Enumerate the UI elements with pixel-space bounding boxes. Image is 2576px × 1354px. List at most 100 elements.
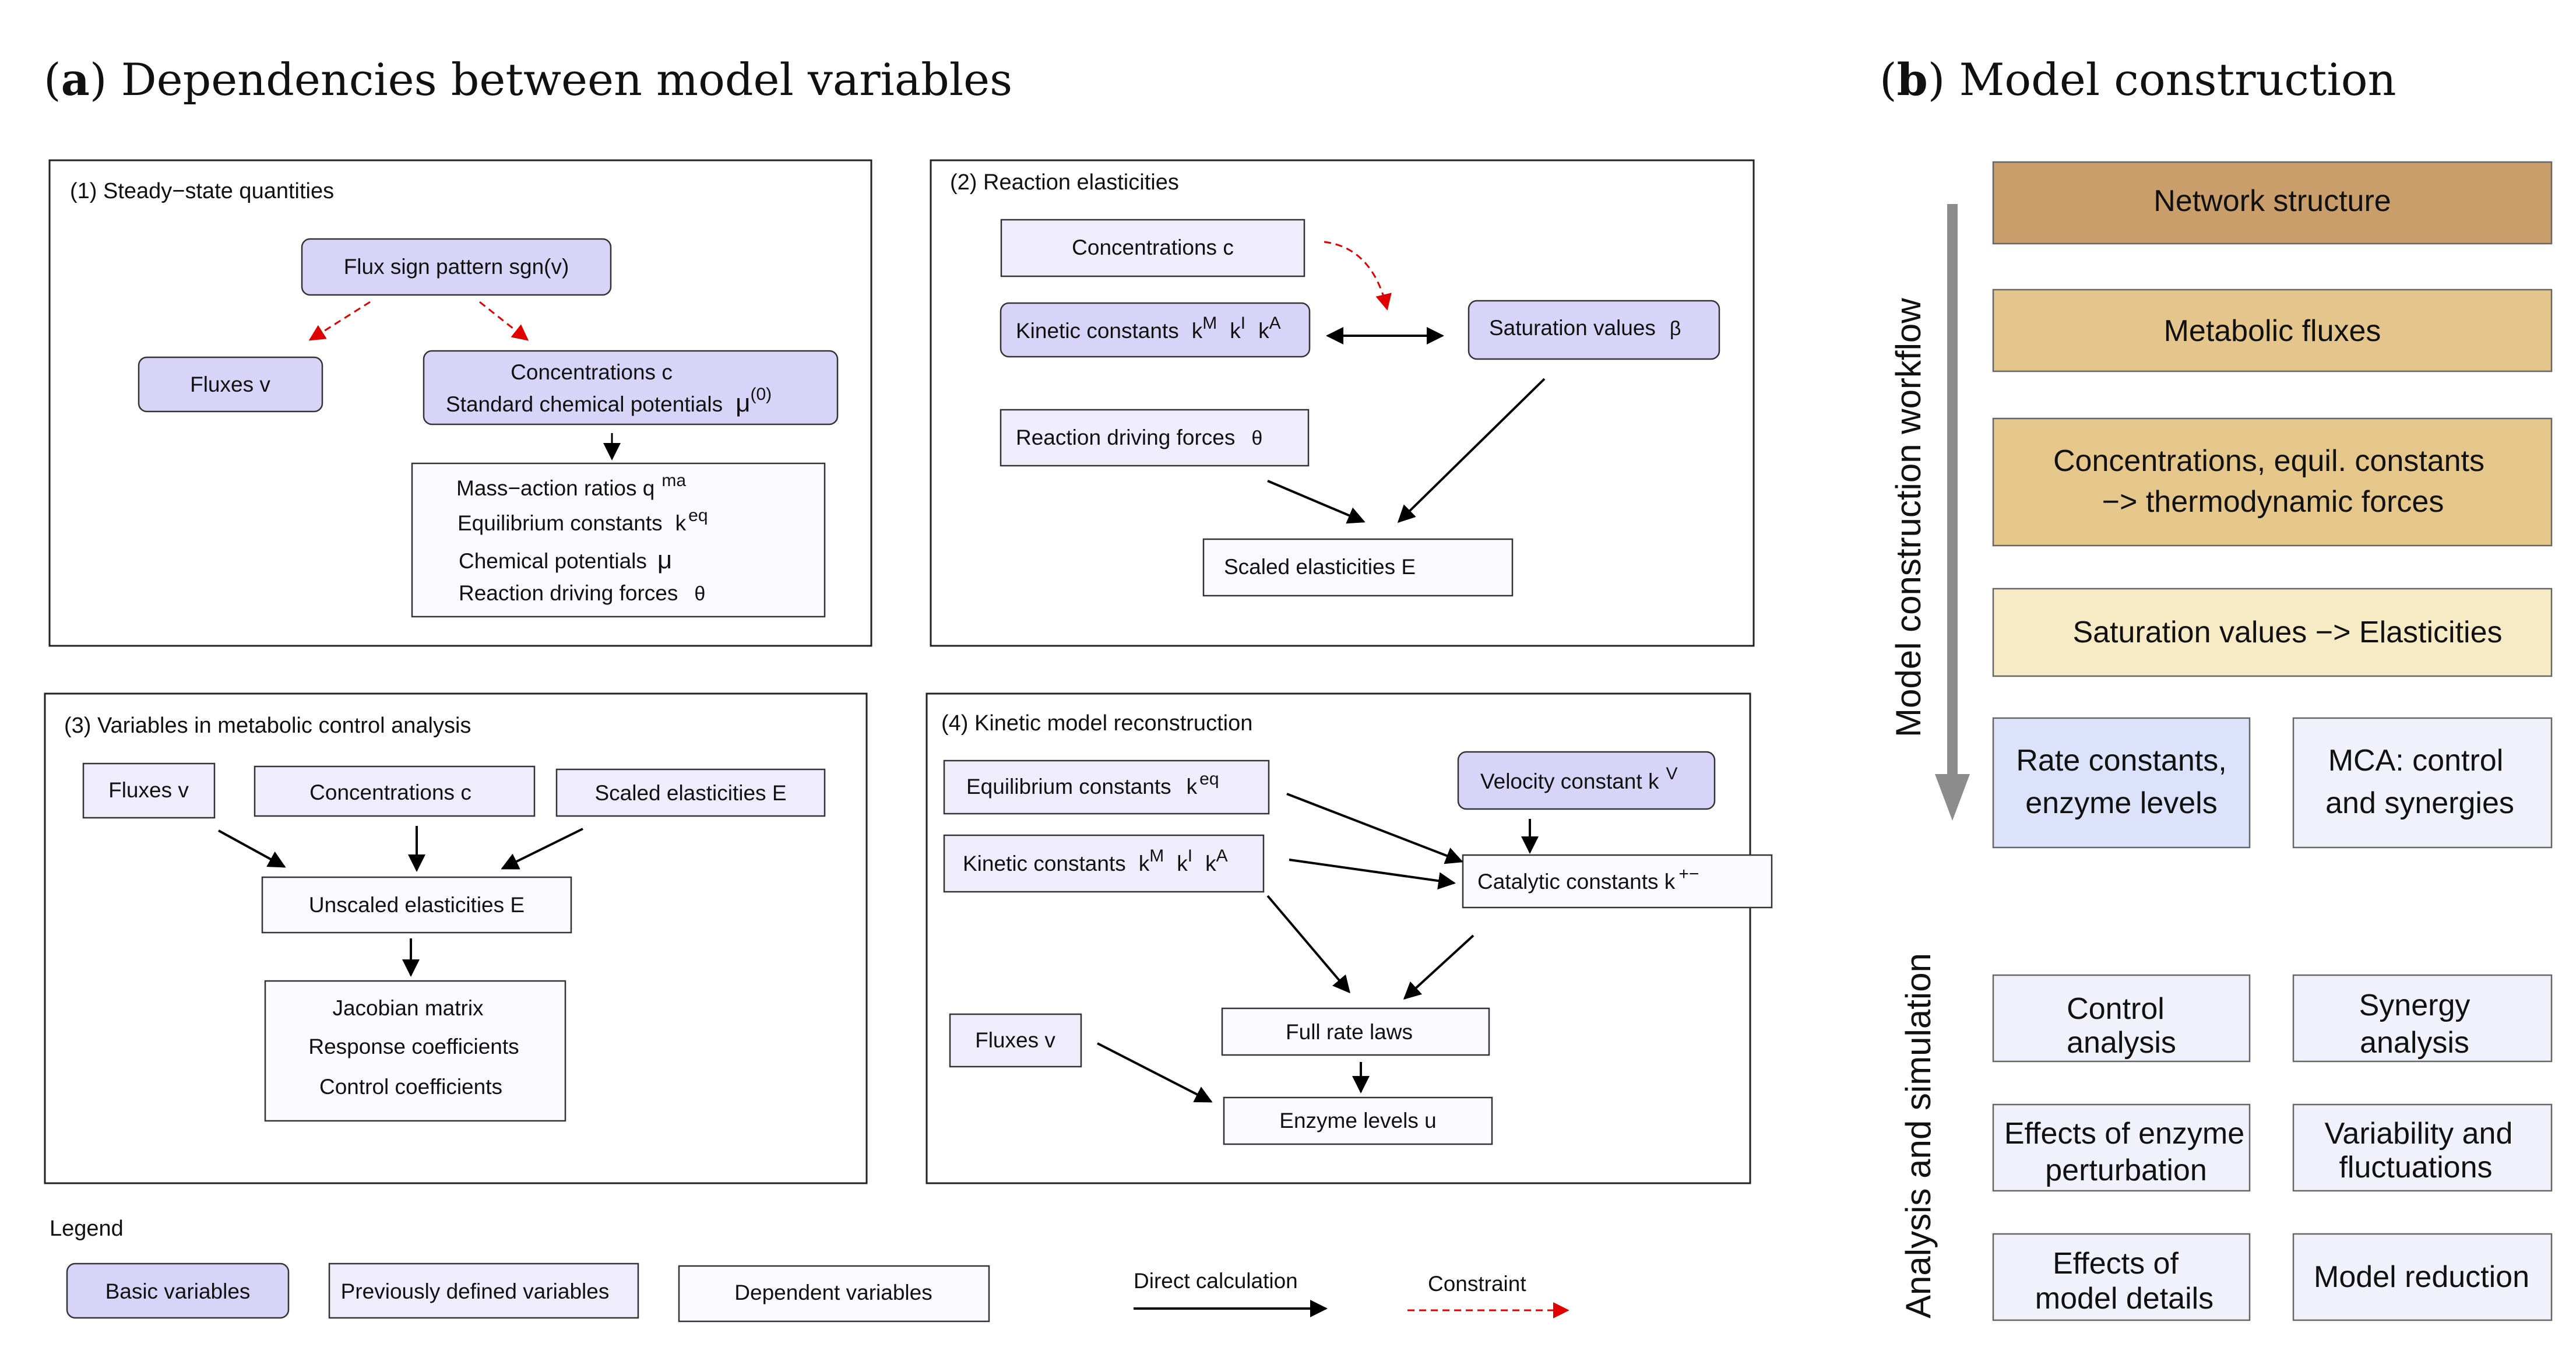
step-rate-constants <box>1992 717 2251 849</box>
arrow-saturation-to-scaled <box>1397 378 1546 523</box>
node-enzyme-levels-label: Enzyme levels u <box>1279 1109 1436 1133</box>
node-concentrations-potentials <box>423 350 839 425</box>
analysis-effects-model-line2: model details <box>2035 1282 2213 1316</box>
analysis-effects-enzyme <box>1992 1103 2251 1192</box>
analysis-model-reduction-label: Model reduction <box>2314 1260 2529 1294</box>
step-mca <box>2292 717 2553 849</box>
analysis-variability-line1: Variability and <box>2325 1117 2513 1151</box>
node-catalytic-constants-label: Catalytic constants k+− <box>1477 864 1699 894</box>
jacobian-label: Jacobian matrix <box>332 996 484 1020</box>
box-reaction-elasticities: (2) Reaction elasticities Concentrations… <box>930 159 1755 647</box>
node-mca-coefficients <box>264 980 566 1122</box>
step-concentrations <box>1992 417 2553 547</box>
node-fluxes-v-label: Fluxes v <box>190 372 270 396</box>
node-concentrations-label: Concentrations c <box>511 360 673 384</box>
step-network-structure-label: Network structure <box>2153 184 2391 218</box>
analysis-effects-model-line1: Effects of <box>2053 1247 2179 1281</box>
legend-dependent-swatch <box>678 1265 990 1323</box>
step-saturation-values-label: Saturation values −> Elasticities <box>2072 616 2502 649</box>
node-concentrations-c-3-label: Concentrations c <box>309 780 471 804</box>
arrow-kinetic-to-catalytic <box>1289 859 1456 890</box>
analysis-synergy-line1: Synergy <box>2359 989 2471 1022</box>
workflow-label: Model construction workflow <box>1889 298 1928 737</box>
step-mca-line1: MCA: control <box>2328 744 2504 778</box>
node-saturation-values <box>1468 300 1720 360</box>
node-velocity-constant <box>1457 751 1716 810</box>
step-concentrations-line1: Concentrations, equil. constants <box>2053 444 2484 478</box>
box-mca-title: (3) Variables in metabolic control analy… <box>64 713 471 738</box>
box-kinetic-title: (4) Kinetic model reconstruction <box>941 711 1252 736</box>
analysis-model-reduction <box>2292 1233 2553 1321</box>
constraint-arrow-to-saturation <box>1324 241 1392 311</box>
arrow-fluxes-to-unscaled <box>218 829 286 868</box>
arrow-eq-to-catalytic <box>1286 793 1463 864</box>
analysis-effects-enzyme-line1: Effects of enzyme <box>2004 1117 2244 1151</box>
analysis-control <box>1992 974 2251 1063</box>
panel-b-title: (b) Model construction <box>1880 54 2396 105</box>
node-eq-constants-4 <box>943 759 1270 815</box>
step-rate-constants-line1: Rate constants, <box>2016 744 2226 778</box>
step-concentrations-line2: −> thermodynamic forces <box>2102 485 2444 519</box>
node-full-rate-laws-label: Full rate laws <box>1286 1020 1413 1044</box>
response-coefficients-label: Response coefficients <box>308 1035 519 1058</box>
step-metabolic-fluxes <box>1992 289 2553 372</box>
analysis-variability-line2: fluctuations <box>2339 1151 2492 1184</box>
step-saturation-values <box>1992 588 2553 677</box>
box-metabolic-control-analysis: (3) Variables in metabolic control analy… <box>44 692 868 1184</box>
arrow-scaled-to-unscaled <box>501 828 583 870</box>
node-fluxes-v-4 <box>949 1013 1082 1068</box>
step-metabolic-fluxes-label: Metabolic fluxes <box>2164 314 2381 348</box>
node-unscaled-elasticities-label: Unscaled elasticities E <box>309 893 525 917</box>
node-kinetic-constants-4 <box>943 834 1265 893</box>
node-fluxes-v-4-label: Fluxes v <box>975 1028 1055 1052</box>
step-rate-constants-line2: enzyme levels <box>2025 786 2217 820</box>
legend-direct-label: Direct calculation <box>1134 1269 1298 1293</box>
node-steady-state-derived <box>411 462 826 618</box>
node-flux-sign-pattern <box>301 238 612 296</box>
step-mca-line2: and synergies <box>2325 786 2514 820</box>
legend-title: Legend <box>50 1216 124 1241</box>
node-scaled-elasticities-2-label: Scaled elasticities E <box>1224 555 1416 579</box>
panel-b: Model construction workflow Analysis and… <box>1889 161 2553 1321</box>
analysis-variability <box>2292 1103 2553 1192</box>
analysis-control-line2: analysis <box>2067 1026 2176 1060</box>
constraint-arrow-to-concentrations <box>479 301 529 341</box>
control-coefficients-label: Control coefficients <box>319 1075 502 1099</box>
node-enzyme-levels <box>1223 1096 1493 1145</box>
node-driving-forces-2 <box>1000 409 1310 467</box>
box-reaction-elasticities-title: (2) Reaction elasticities <box>950 170 1179 195</box>
box-kinetic-model-reconstruction: (4) Kinetic model reconstruction Equilib… <box>925 692 1773 1184</box>
legend-basic-swatch <box>66 1262 290 1319</box>
legend-basic-label: Basic variables <box>105 1279 251 1303</box>
node-scaled-elasticities-3-label: Scaled elasticities E <box>594 781 786 805</box>
box-steady-state-title: (1) Steady−state quantities <box>70 179 334 203</box>
node-full-rate-laws <box>1221 1007 1490 1056</box>
constraint-arrow-to-fluxes <box>308 301 371 341</box>
analysis-synergy <box>2292 974 2553 1063</box>
node-fluxes-v-3-label: Fluxes v <box>108 778 189 802</box>
legend-constraint-label: Constraint <box>1428 1272 1526 1296</box>
legend-previous-swatch <box>328 1262 639 1319</box>
node-concentrations-c-3 <box>254 765 536 817</box>
legend: Legend Basic variables Previously define… <box>50 1216 1569 1323</box>
legend-previous-label: Previously defined variables <box>341 1279 610 1303</box>
arrow-driving-to-scaled <box>1267 480 1366 524</box>
node-flux-sign-pattern-label: Flux sign pattern sgn(v) <box>344 255 569 279</box>
analysis-control-line1: Control <box>2067 992 2165 1026</box>
node-concentrations-c-2 <box>1000 219 1305 277</box>
analysis-effects-model <box>1992 1233 2251 1321</box>
node-unscaled-elasticities <box>261 876 572 934</box>
box-steady-state: (1) Steady−state quantities Flux sign pa… <box>48 159 872 647</box>
workflow-arrow-head <box>1935 774 1970 821</box>
arrow-catalytic-to-rate-laws <box>1403 934 1474 1000</box>
